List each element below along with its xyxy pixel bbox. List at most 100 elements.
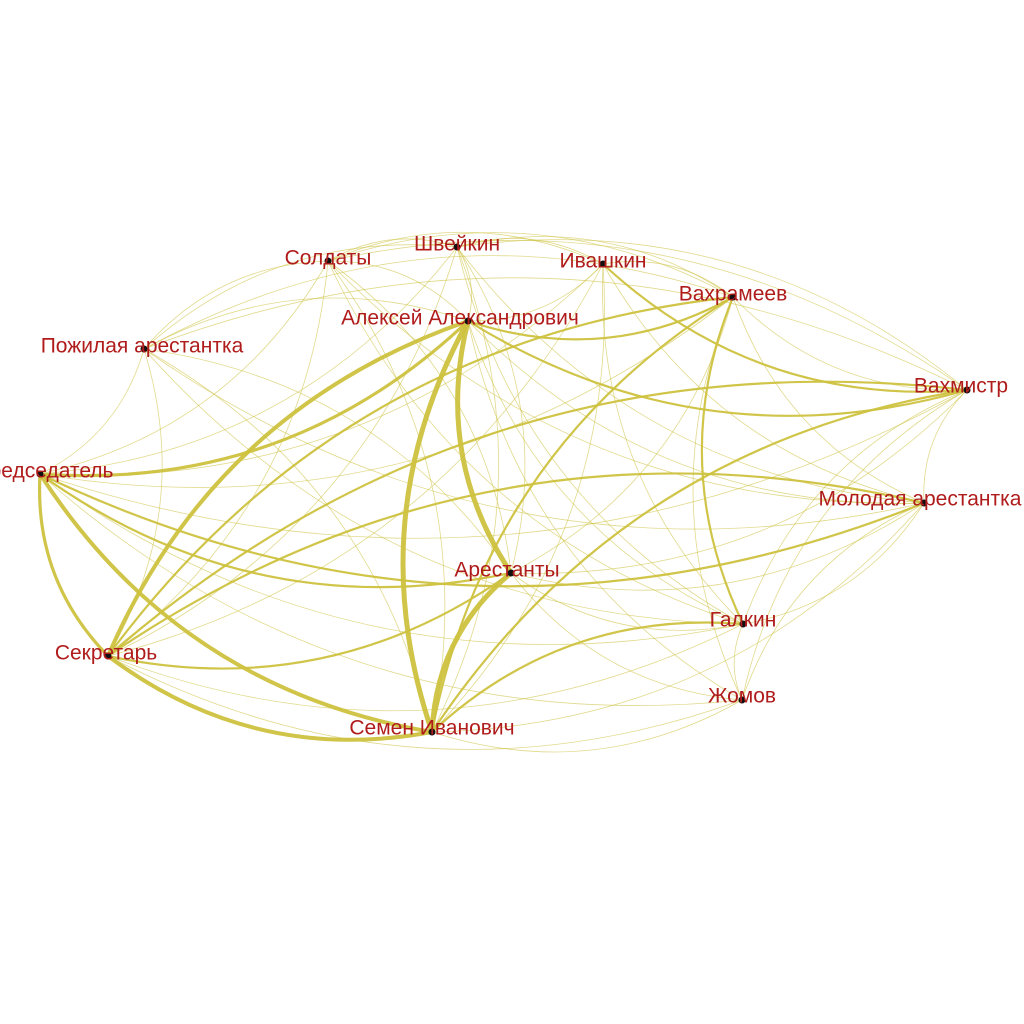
edge-vakhrameev-galkin xyxy=(700,295,745,626)
node-vakhmistr[interactable]: Вахмистр xyxy=(914,375,1008,398)
edge-soldaty-galkin xyxy=(327,260,744,625)
node-zhomov[interactable]: Жомов xyxy=(708,685,776,708)
node-dot xyxy=(453,243,461,251)
node-sekretar[interactable]: Секретарь xyxy=(55,642,157,665)
edge-predsedatel-sekretar xyxy=(37,472,110,658)
edge-ivashkin-soldaty xyxy=(327,231,604,265)
edge-soldaty-molodaya xyxy=(327,260,925,504)
edge-vakhrameev-sekretar xyxy=(106,295,735,658)
node-semen[interactable]: Семен Иванович xyxy=(349,717,514,740)
edge-aleksey-soldaty xyxy=(327,260,469,322)
node-soldaty[interactable]: Солдаты xyxy=(285,247,372,270)
edge-aleksey-zhomov xyxy=(467,320,743,701)
edge-ivashkin-molodaya xyxy=(602,263,925,504)
node-dot xyxy=(738,696,746,704)
edge-aleksey-pozhilaya xyxy=(143,297,469,350)
node-vakhrameev[interactable]: Вахрамеев xyxy=(679,283,788,306)
node-label: Алексей Александрович xyxy=(341,307,579,330)
edge-aleksey-molodaya xyxy=(467,320,925,504)
node-label: Молодая арестантка xyxy=(819,488,1022,511)
node-dot xyxy=(599,260,607,268)
edge-arestanty-vakhmistr xyxy=(510,389,968,574)
edge-sekretar-galkin xyxy=(107,623,744,712)
edge-pozhilaya-galkin xyxy=(143,348,744,625)
node-ivashkin[interactable]: Ивашкин xyxy=(559,250,646,273)
node-label: Солдаты xyxy=(285,247,372,270)
node-label: Председатель xyxy=(0,460,114,483)
node-dot xyxy=(507,569,515,577)
edge-arestanty-vakhrameev xyxy=(510,296,734,574)
edge-semen-ivashkin xyxy=(431,263,605,733)
edge-arestanty-zhomov xyxy=(510,572,743,701)
edge-sekretar-zhomov xyxy=(107,655,743,750)
edge-sekretar-semen xyxy=(106,654,434,742)
node-dot xyxy=(963,386,971,394)
edge-predsedatel-vakhmistr xyxy=(39,389,968,539)
edge-aleksey-galkin xyxy=(467,320,744,625)
edge-arestanty-pozhilaya xyxy=(143,348,512,574)
edge-vakhrameev-shveykin xyxy=(456,236,734,298)
node-label: Швейкин xyxy=(414,233,500,256)
edge-vakhmistr-zhomov xyxy=(741,389,968,701)
edge-vakhrameev-zhomov xyxy=(692,296,743,701)
node-galkin[interactable]: Галкин xyxy=(710,609,777,632)
edge-arestanty-molodaya xyxy=(510,502,925,591)
edge-predsedatel-vakhrameev xyxy=(39,296,734,488)
edge-molodaya-zhomov xyxy=(741,502,925,701)
edge-vakhrameev-vakhmistr xyxy=(732,296,968,391)
node-arestanty[interactable]: Арестанты xyxy=(454,559,559,582)
edge-predsedatel-shveykin xyxy=(39,246,458,475)
edge-shveykin-molodaya xyxy=(456,246,925,504)
edge-arestanty-galkin xyxy=(510,572,744,631)
node-dot xyxy=(104,652,112,660)
edge-shveykin-galkin xyxy=(456,246,744,625)
edge-semen-shveykin xyxy=(431,246,499,733)
node-label: Жомов xyxy=(708,685,776,708)
node-dot xyxy=(324,257,332,265)
edge-vakhmistr-molodaya xyxy=(923,389,968,504)
edge-galkin-molodaya xyxy=(742,502,925,625)
node-shveykin[interactable]: Швейкин xyxy=(414,233,500,256)
edge-vakhmistr-pozhilaya xyxy=(143,277,968,391)
edge-predsedatel-arestanty xyxy=(38,472,513,589)
node-label: Семен Иванович xyxy=(349,717,514,740)
edge-vakhrameev-semen xyxy=(430,295,735,734)
edge-shveykin-soldaty xyxy=(327,238,458,262)
node-dot xyxy=(140,345,148,353)
edge-arestanty-soldaty xyxy=(327,260,512,574)
edge-galkin-zhomov xyxy=(733,623,744,701)
node-label: Пожилая арестантка xyxy=(41,335,244,358)
edge-vakhrameev-pozhilaya xyxy=(143,255,734,350)
edge-semen-molodaya xyxy=(431,502,925,733)
node-dot xyxy=(739,620,747,628)
edge-predsedatel-soldaty xyxy=(39,260,329,475)
edge-predsedatel-ivashkin xyxy=(39,263,604,476)
edge-aleksey-sekretar xyxy=(106,319,470,658)
node-aleksey[interactable]: Алексей Александрович xyxy=(341,307,579,330)
node-molodaya[interactable]: Молодая арестантка xyxy=(819,488,1022,511)
edge-predsedatel-molodaya xyxy=(38,472,926,588)
edge-vakhrameev-molodaya xyxy=(732,296,925,504)
edge-predsedatel-pozhilaya xyxy=(39,348,145,475)
node-predsedatel[interactable]: Председатель xyxy=(0,460,114,483)
node-label: Секретарь xyxy=(55,642,157,665)
edge-ivashkin-vakhmistr xyxy=(601,262,969,393)
edge-aleksey-vakhrameev xyxy=(466,295,735,341)
edge-sekretar-arestanty xyxy=(106,571,513,670)
edges-layer xyxy=(37,231,969,753)
edge-semen-soldaty xyxy=(327,260,446,733)
node-pozhilaya[interactable]: Пожилая арестантка xyxy=(41,335,244,358)
edge-sekretar-ivashkin xyxy=(107,263,604,657)
edge-vakhmistr-semen xyxy=(430,388,969,734)
node-dot xyxy=(36,470,44,478)
node-label: Галкин xyxy=(710,609,777,632)
edge-predsedatel-semen xyxy=(38,472,434,734)
edge-semen-zhomov xyxy=(431,699,743,753)
node-dot xyxy=(729,293,737,301)
node-label: Вахмистр xyxy=(914,375,1008,398)
node-label: Арестанты xyxy=(454,559,559,582)
edge-ivashkin-galkin xyxy=(602,263,744,625)
node-label: Ивашкин xyxy=(559,250,646,273)
